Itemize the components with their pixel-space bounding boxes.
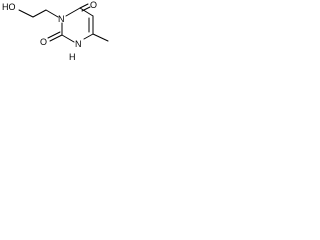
bond-c-n3 — [45, 9, 59, 18]
bond-c-c — [32, 9, 47, 18]
molecule-diagram: HO N O O H N — [2, 0, 109, 62]
o-bottom-label: O — [40, 37, 47, 47]
structure-canvas: HO N O O H N — [0, 0, 120, 85]
o-top-label: O — [90, 0, 97, 10]
h-label: H — [69, 52, 76, 62]
n1h-label: N — [75, 39, 82, 49]
bond-n3-c4 — [65, 7, 81, 17]
bond-c6-methyl — [92, 33, 109, 42]
bond-n1-c2 — [61, 34, 75, 43]
atom-labels: HO N O O H N — [2, 0, 97, 62]
bond-c4-c5 — [79, 7, 94, 17]
bonds — [18, 3, 109, 43]
bond-c2-o-bottom-1 — [49, 34, 63, 42]
bond-c4-o-top-1 — [79, 3, 89, 9]
bond-c2-o-bottom-2 — [47, 31, 61, 39]
ho-label: HO — [2, 2, 16, 12]
bond-c6-n1 — [83, 33, 94, 40]
bond-ho-c — [18, 9, 34, 18]
n3-label: N — [58, 14, 65, 24]
